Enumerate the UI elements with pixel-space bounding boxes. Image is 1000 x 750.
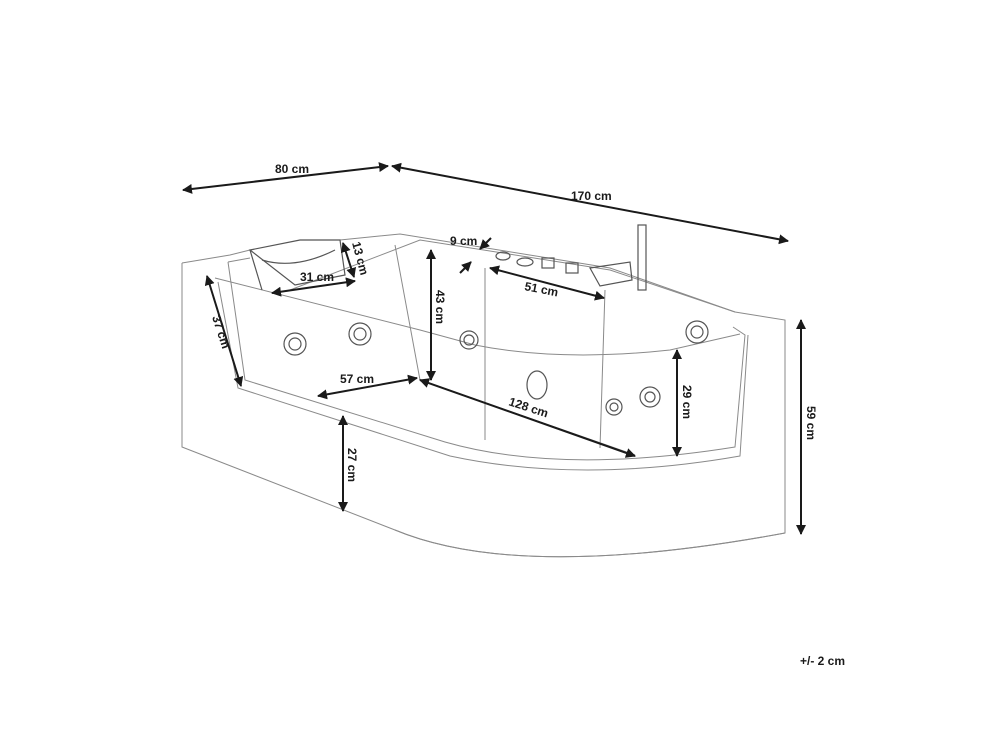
label-59: 59 cm	[804, 406, 818, 440]
label-27: 27 cm	[345, 448, 359, 482]
arrow-170	[391, 162, 789, 245]
label-29: 29 cm	[680, 385, 694, 419]
label-37: 37 cm	[209, 314, 233, 351]
arrow-31	[271, 277, 356, 297]
arrow-13	[341, 242, 356, 278]
arrow-37	[204, 275, 244, 387]
label-31: 31 cm	[300, 270, 334, 284]
arrow-80	[182, 162, 389, 194]
arrow-9-bottom	[459, 261, 472, 274]
label-128: 128 cm	[507, 395, 550, 421]
tolerance-note: +/- 2 cm	[800, 654, 846, 668]
label-51: 51 cm	[523, 279, 559, 299]
label-170: 170 cm	[571, 189, 612, 203]
label-80: 80 cm	[275, 162, 309, 176]
label-57: 57 cm	[340, 372, 374, 386]
arrow-51	[489, 265, 605, 301]
arrow-57	[317, 374, 418, 400]
label-43: 43 cm	[433, 290, 447, 324]
arrow-128	[419, 378, 636, 458]
label-9: 9 cm	[450, 234, 477, 248]
arrow-9-top	[479, 237, 492, 250]
